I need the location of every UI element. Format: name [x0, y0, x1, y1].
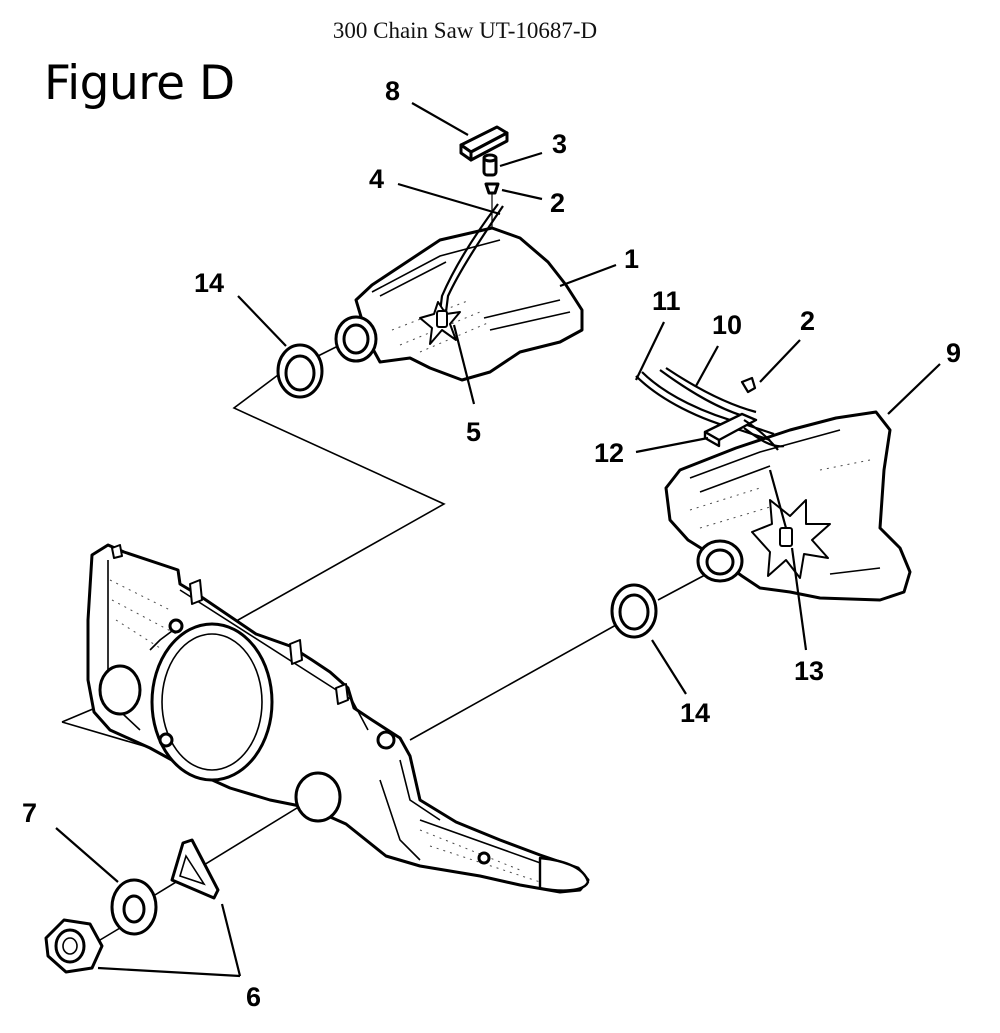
callout-4: 4: [369, 164, 384, 194]
callout-numbers: 8 3 4 2 1 14 5 11 10 2 9 12 13 14 7 6: [22, 76, 961, 1012]
part-6-nut: [44, 918, 104, 974]
callout-12: 12: [594, 438, 624, 468]
document-title: 300 Chain Saw UT-10687-D: [332, 18, 598, 43]
callout-13: 13: [794, 656, 824, 686]
part-9-oil-tank: [664, 410, 912, 602]
part-14-seal-upper: [276, 343, 324, 399]
callout-7: 7: [22, 798, 37, 828]
leader-lines: [55, 102, 941, 978]
callout-5: 5: [466, 417, 481, 447]
callout-2-lower: 2: [800, 306, 815, 336]
part-3-weight: [482, 153, 498, 177]
part-6-bracket: [170, 838, 220, 900]
part-7-washer: [110, 878, 158, 936]
assembly-lines: [61, 344, 706, 941]
callout-2-upper: 2: [550, 188, 565, 218]
part-14-seal-lower: [610, 583, 658, 639]
callout-11: 11: [652, 286, 681, 316]
callout-8: 8: [385, 76, 400, 106]
part-1-fuel-tank: [334, 203, 584, 382]
callout-1: 1: [624, 244, 639, 274]
parts-10-11-12-lines-clip: [635, 367, 779, 451]
part-8-filter: [459, 125, 509, 162]
callout-14-upper: 14: [194, 268, 224, 298]
figure-label: Figure D: [44, 56, 235, 111]
callout-3: 3: [552, 129, 567, 159]
callout-6: 6: [246, 982, 261, 1012]
main-housing: [86, 543, 590, 894]
callout-14-lower: 14: [680, 698, 710, 728]
part-2-fitting-lower: [740, 376, 757, 394]
callout-10: 10: [712, 310, 742, 340]
callout-9: 9: [946, 338, 961, 368]
